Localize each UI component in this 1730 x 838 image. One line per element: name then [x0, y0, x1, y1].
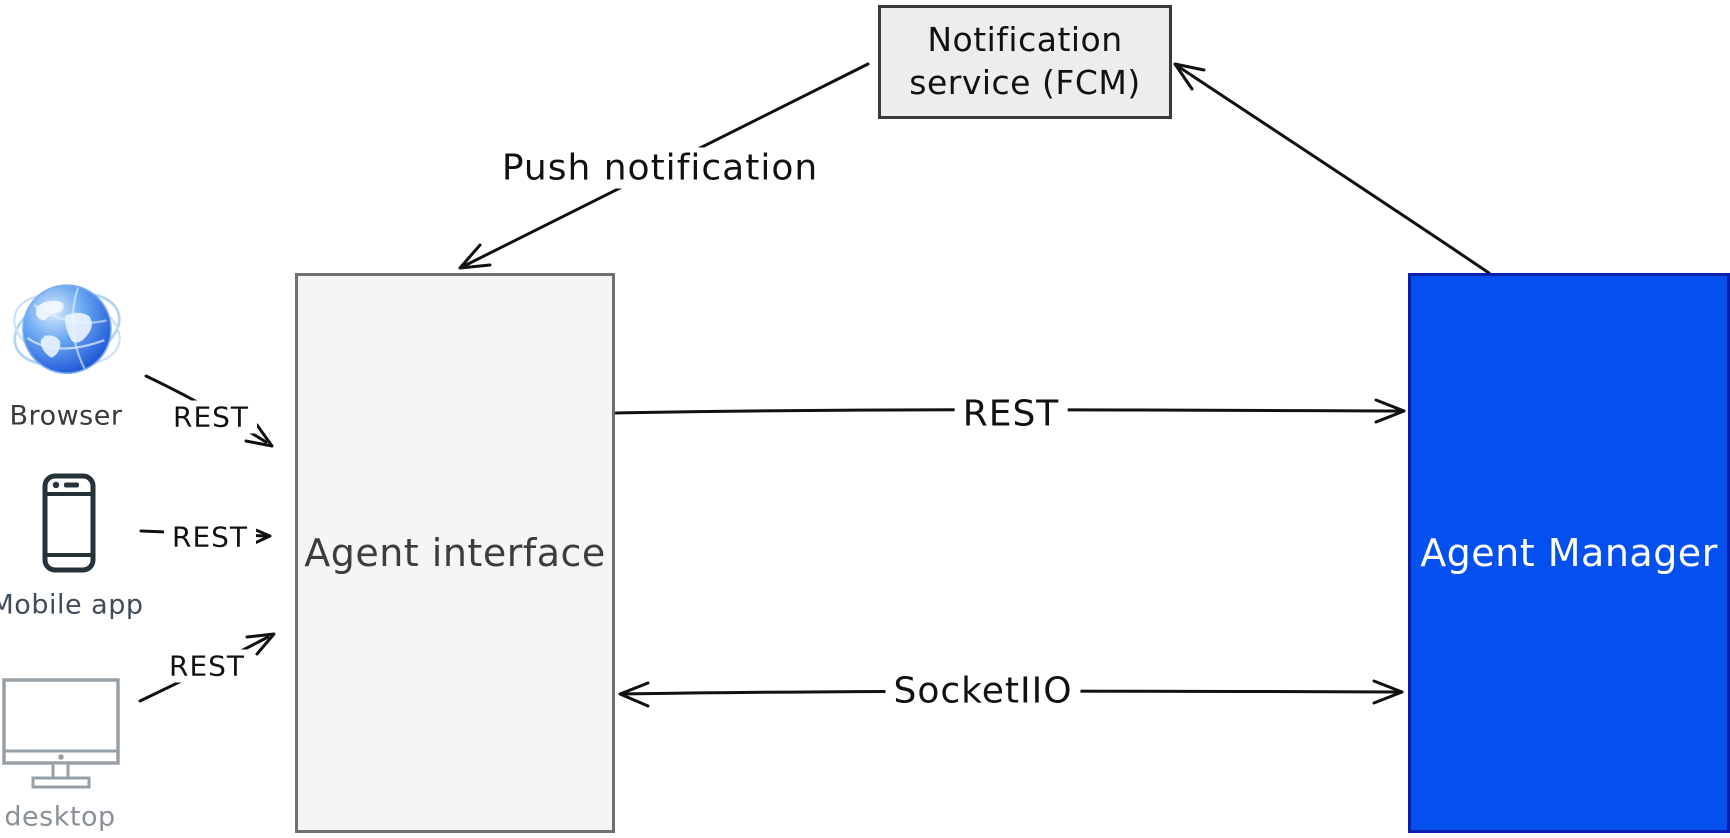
notification-service-label-line1: Notification	[927, 20, 1123, 60]
rest-center-arrowhead	[1374, 398, 1406, 424]
socket-edge-label: SocketIIO	[885, 670, 1081, 712]
manager-to-fcm-arrowhead	[1173, 62, 1206, 91]
monitor-icon	[2, 678, 120, 789]
agent-manager-node: Agent Manager	[1408, 273, 1730, 833]
agent-interface-label: Agent interface	[304, 531, 606, 575]
socket-arrowhead-right	[1372, 679, 1404, 705]
mobile-app-label: Mobile app	[0, 589, 144, 621]
rest-desktop-edge-label: REST	[160, 649, 254, 683]
desktop-label: desktop	[4, 801, 116, 833]
notification-service-label-line2: service (FCM)	[909, 63, 1141, 102]
rest-center-edge-label: REST	[954, 393, 1068, 435]
socket-arrowhead-left	[618, 681, 650, 708]
manager-to-fcm-arrow-line	[1174, 63, 1491, 275]
rest-mobile-edge-label: REST	[163, 520, 257, 554]
browser-label: Browser	[9, 400, 123, 432]
agent-interface-node: Agent interface	[295, 273, 615, 833]
push-notification-edge-label: Push notification	[493, 147, 827, 189]
smartphone-icon	[42, 473, 96, 573]
globe-icon	[13, 284, 121, 375]
rest-browser-edge-label: REST	[164, 400, 258, 434]
notification-service-node: Notification service (FCM)	[878, 5, 1172, 119]
push-notification-arrowhead	[458, 243, 492, 270]
agent-manager-label: Agent Manager	[1420, 531, 1718, 575]
